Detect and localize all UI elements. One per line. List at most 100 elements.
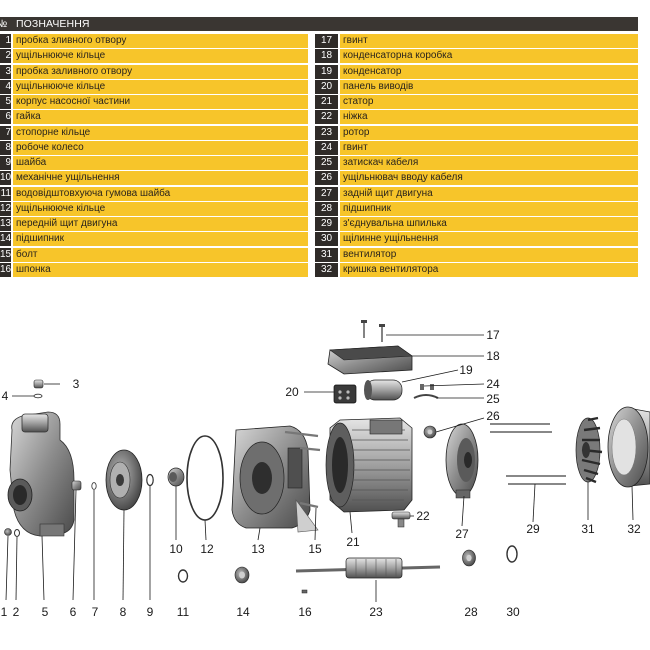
callout-9: 9 (147, 605, 154, 619)
callout-29: 29 (526, 522, 540, 536)
row-number-right: 32 (315, 262, 338, 277)
row-number-right: 24 (315, 140, 338, 155)
row-number-left: 3 (0, 64, 11, 79)
callout-27: 27 (455, 527, 469, 541)
row-number-left: 12 (0, 201, 11, 216)
row-label-right: задній щит двигуна (340, 186, 638, 201)
labyrinth-seal-part (506, 545, 518, 563)
row-number-right: 29 (315, 217, 338, 231)
drain-plug-part (4, 528, 12, 536)
callout-28: 28 (464, 605, 478, 619)
row-number-left: 15 (0, 247, 11, 262)
row-label-right: статор (340, 95, 638, 109)
row-number-right: 23 (315, 125, 338, 140)
row-number-left: 8 (0, 140, 11, 155)
row-number-right: 27 (315, 186, 338, 201)
row-number-right: 22 (315, 110, 338, 125)
fan-cover-part (607, 406, 650, 488)
callout-16: 16 (298, 605, 312, 619)
callout-17: 17 (486, 328, 500, 342)
front-motor-shield-part (231, 425, 319, 533)
callout-20: 20 (285, 385, 299, 399)
row-label-left: шпонка (13, 262, 308, 277)
row-label-right: ніжка (340, 110, 638, 125)
row-label-left: водовідштовхуюча гумова шайба (13, 186, 308, 201)
stator-part (325, 417, 413, 513)
callout-25: 25 (486, 392, 500, 406)
fill-seal-ring-part (33, 393, 43, 399)
row-label-right: гвинт (340, 140, 638, 155)
fan-part (575, 416, 603, 484)
row-label-right: ротор (340, 125, 638, 140)
row-number-left: 4 (0, 79, 11, 94)
row-number-right: 20 (315, 79, 338, 94)
row-label-left: підшипник (13, 232, 308, 247)
nut-part (71, 480, 82, 491)
header-number: № (0, 18, 8, 30)
fill-plug-part (33, 379, 44, 389)
connecting-stud-part (490, 423, 566, 485)
rear-motor-shield-part (445, 423, 479, 499)
callout-6: 6 (70, 605, 77, 619)
row-label-right: підшипник (340, 201, 638, 216)
callout-4: 4 (2, 389, 9, 403)
callout-10: 10 (169, 542, 183, 556)
impeller-part (105, 449, 143, 511)
row-label-right: кришка вентилятора (340, 262, 638, 277)
row-number-left: 11 (0, 186, 11, 201)
callout-23: 23 (369, 605, 383, 619)
row-label-left: передній щит двигуна (13, 217, 308, 231)
retaining-ring-part (91, 482, 97, 490)
row-label-left: пробка заливного отвору (13, 64, 308, 79)
row-label-left: ущільнююче кільце (13, 201, 308, 216)
callout-26: 26 (486, 409, 500, 423)
cable-clamp-part (413, 394, 439, 399)
row-number-right: 31 (315, 247, 338, 262)
capacitor-part (364, 379, 403, 401)
callout-13: 13 (251, 542, 265, 556)
rear-bearing-part (462, 549, 476, 567)
row-number-left: 2 (0, 49, 11, 64)
mechanical-seal-part (167, 467, 185, 487)
row-number-left: 6 (0, 110, 11, 125)
row-number-left: 1 (0, 34, 11, 48)
table-header: № ПОЗНАЧЕННЯ (0, 17, 638, 31)
row-label-right: з'єднувальна шпилька (340, 217, 638, 231)
row-number-right: 30 (315, 232, 338, 247)
cable-gland-seal-part (423, 425, 437, 439)
row-number-right: 25 (315, 156, 338, 170)
washer-part (146, 473, 154, 487)
callout-24: 24 (486, 377, 500, 391)
callout-2: 2 (13, 605, 20, 619)
row-label-right: конденсаторна коробка (340, 49, 638, 64)
callout-3: 3 (73, 377, 80, 391)
callout-21: 21 (346, 535, 360, 549)
row-number-right: 19 (315, 64, 338, 79)
callout-5: 5 (42, 605, 49, 619)
callout-14: 14 (236, 605, 250, 619)
row-label-left: робоче колесо (13, 140, 308, 155)
row-label-right: затискач кабеля (340, 156, 638, 170)
callout-18: 18 (486, 349, 500, 363)
row-label-right: гвинт (340, 34, 638, 48)
leader-lines (5, 334, 634, 602)
row-number-left: 5 (0, 95, 11, 109)
callout-19: 19 (459, 363, 473, 377)
foot-part (391, 511, 411, 528)
exploded-pump-diagram: 1 2 3 4 5 6 7 8 9 10 11 12 13 14 15 16 1… (1, 320, 650, 619)
callout-30: 30 (506, 605, 520, 619)
row-label-left: шайба (13, 156, 308, 170)
row-label-left: корпус насосної частини (13, 95, 308, 109)
rubber-washer-part (177, 569, 189, 583)
row-number-left: 10 (0, 171, 11, 186)
row-label-left: болт (13, 247, 308, 262)
row-label-left: гайка (13, 110, 308, 125)
